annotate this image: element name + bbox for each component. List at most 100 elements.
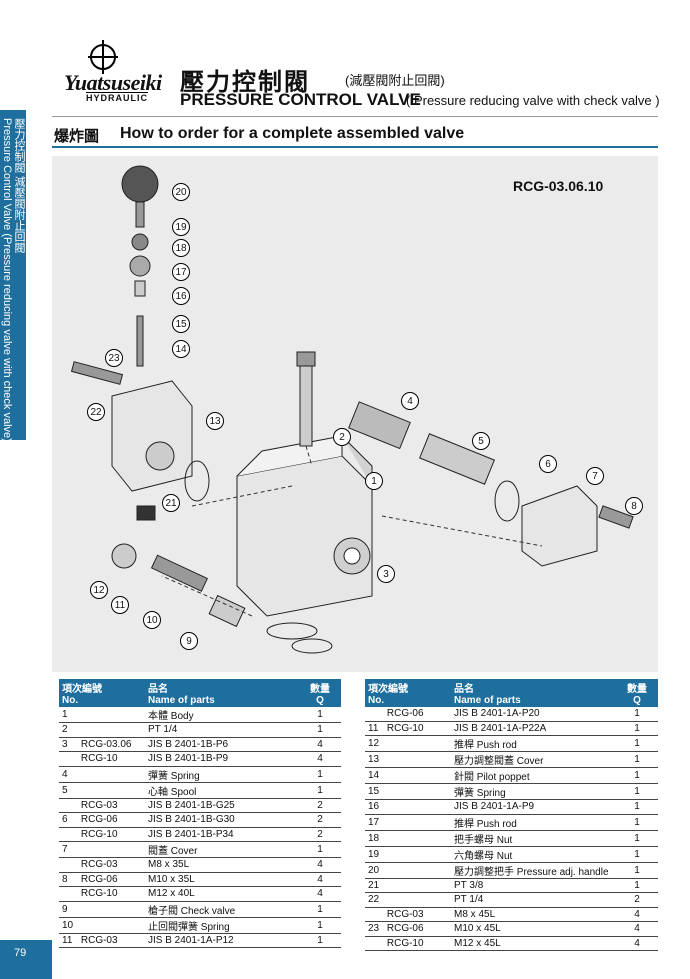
callout-7: 7: [586, 467, 604, 485]
cell-q: 1: [299, 782, 341, 799]
cell-no: 17: [365, 814, 384, 831]
cell-q: 1: [616, 830, 658, 847]
callout-10: 10: [143, 611, 161, 629]
callout-19: 19: [172, 218, 190, 236]
cell-sub: RCG-10: [77, 827, 145, 842]
sidebar-en: Pressure Control Valve (Pressure reducin…: [1, 118, 13, 442]
cell-no: [59, 827, 78, 842]
header-name-zh: 品名: [454, 684, 474, 695]
brand-logo: Yuatsuseiki: [64, 70, 162, 95]
cell-sub: RCG-03: [77, 933, 145, 948]
cell-name: 心軸 Spool: [145, 782, 299, 799]
cell-sub: [77, 917, 145, 934]
cell-sub: RCG-03.06: [77, 737, 145, 752]
callout-9: 9: [180, 632, 198, 650]
callout-14: 14: [172, 340, 190, 358]
cell-no: 14: [365, 767, 384, 784]
cell-name: 本體 Body: [145, 707, 299, 723]
callout-6: 6: [539, 455, 557, 473]
cell-q: 1: [299, 933, 341, 948]
callout-18: 18: [172, 239, 190, 257]
cell-sub: [383, 862, 451, 879]
callout-17: 17: [172, 263, 190, 281]
callout-2: 2: [333, 428, 351, 446]
cell-q: 1: [616, 846, 658, 863]
cell-name: 推桿 Push rod: [451, 735, 616, 752]
header-no-zh: 項次編號: [368, 684, 408, 695]
cell-name: 彈簧 Spring: [145, 766, 299, 783]
cell-no: [59, 857, 78, 873]
callout-5: 5: [472, 432, 490, 450]
sidebar-band: [0, 110, 26, 440]
cell-sub: [77, 707, 145, 723]
callout-22: 22: [87, 403, 105, 421]
cell-sub: RCG-10: [383, 936, 451, 951]
cell-q: 2: [299, 798, 341, 813]
cell-no: 4: [59, 766, 78, 783]
exploded-diagram: [52, 156, 658, 672]
cell-q: 2: [299, 827, 341, 842]
cell-q: 1: [616, 707, 658, 722]
cell-no: [59, 798, 78, 813]
cell-q: 1: [299, 841, 341, 858]
cell-sub: RCG-06: [383, 921, 451, 937]
brand-sub: HYDRAULIC: [86, 92, 148, 103]
cell-sub: RCG-03: [77, 798, 145, 813]
cell-sub: [383, 735, 451, 752]
cell-name: 槍子閥 Check valve: [145, 901, 299, 918]
cell-no: 1: [59, 707, 78, 723]
cell-name: 壓力調整把手 Pressure adj. handle: [451, 862, 616, 879]
cell-name: PT 1/4: [451, 892, 616, 908]
header-q-zh: 數量: [310, 684, 330, 695]
cell-sub: RCG-03: [77, 857, 145, 873]
callout-11: 11: [111, 596, 129, 614]
cell-no: 15: [365, 783, 384, 800]
page-title-en: PRESSURE CONTROL VALVE: [180, 90, 421, 109]
cell-no: 16: [365, 799, 384, 815]
cell-q: 1: [616, 862, 658, 879]
cell-q: 1: [616, 783, 658, 800]
callout-4: 4: [401, 392, 419, 410]
cell-q: 4: [299, 872, 341, 887]
cell-name: M10 x 35L: [145, 872, 299, 887]
header-q-en: Q: [633, 695, 641, 706]
cell-no: 13: [365, 751, 384, 768]
cell-q: 1: [616, 735, 658, 752]
cell-name: JIS B 2401-1B-G30: [145, 812, 299, 828]
cell-no: 11: [59, 933, 78, 948]
cell-name: JIS B 2401-1A-P12: [145, 933, 299, 948]
cell-q: 1: [616, 721, 658, 736]
cell-sub: RCG-10: [77, 886, 145, 902]
cell-q: 4: [299, 857, 341, 873]
header-divider: [52, 116, 658, 117]
cell-q: 2: [616, 892, 658, 908]
cell-no: [59, 751, 78, 767]
header-q-en: Q: [316, 695, 324, 706]
cell-sub: [77, 766, 145, 783]
cell-name: JIS B 2401-1A-P22A: [451, 721, 616, 736]
cell-no: 21: [365, 878, 384, 893]
cell-no: 20: [365, 862, 384, 879]
cell-sub: RCG-10: [383, 721, 451, 736]
cell-name: M12 x 45L: [451, 936, 616, 951]
cell-name: JIS B 2401-1B-P9: [145, 751, 299, 767]
cell-sub: RCG-06: [383, 707, 451, 722]
exploded-diagram-drawing: [70, 165, 634, 654]
